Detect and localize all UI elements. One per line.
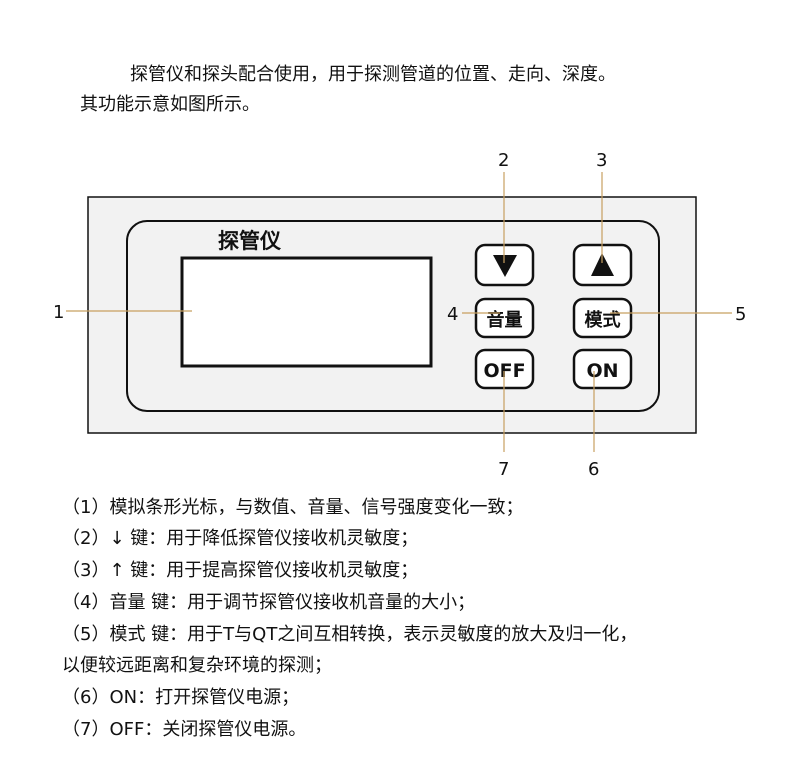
intro-line-2: 其功能示意如图所示。	[80, 94, 260, 115]
up-button[interactable]	[572, 243, 633, 287]
leader-lines	[66, 172, 732, 452]
intro-line-1: 探管仪和探头配合使用，用于探测管道的位置、走向、深度。	[130, 64, 616, 85]
on-button[interactable]: ON	[572, 348, 633, 390]
off-button[interactable]: OFF	[474, 348, 535, 390]
down-button[interactable]	[474, 243, 535, 287]
desc-item-1: （1）模拟条形光标，与数值、音量、信号强度变化一致；	[62, 497, 524, 518]
mode-button[interactable]: 模式	[572, 297, 633, 339]
desc-item-2: （2）↓ 键：用于降低探管仪接收机灵敏度；	[62, 528, 419, 549]
volume-button[interactable]: 音量	[474, 297, 535, 339]
device-diagram: 探管仪 音量 模式 OFF ON 1 2	[53, 150, 746, 480]
volume-button-label: 音量	[487, 309, 523, 331]
desc-item-5-cont: 以便较远距离和复杂环境的探测；	[62, 655, 332, 676]
triangle-up-icon	[591, 253, 614, 276]
desc-item-7: （7）OFF：关闭探管仪电源。	[62, 719, 307, 740]
mode-button-label: 模式	[585, 309, 621, 331]
desc-item-3: （3）↑ 键：用于提高探管仪接收机灵敏度；	[62, 560, 419, 581]
on-button-label: ON	[586, 360, 618, 382]
callout-4: 4	[447, 304, 458, 325]
callout-7: 7	[498, 459, 509, 480]
desc-item-4: （4）音量 键：用于调节探管仪接收机音量的大小；	[62, 592, 476, 613]
desc-item-5: （5）模式 键：用于T与QT之间互相转换，表示灵敏度的放大及归一化，	[62, 624, 638, 645]
triangle-down-icon	[493, 255, 517, 277]
device-title: 探管仪	[218, 229, 282, 253]
callout-2: 2	[498, 150, 509, 171]
desc-item-6: （6）ON：打开探管仪电源；	[62, 687, 300, 708]
callout-5: 5	[735, 304, 746, 325]
callout-1: 1	[53, 302, 64, 323]
display-screen	[180, 256, 433, 368]
callout-6: 6	[588, 459, 599, 480]
callout-3: 3	[596, 150, 607, 171]
